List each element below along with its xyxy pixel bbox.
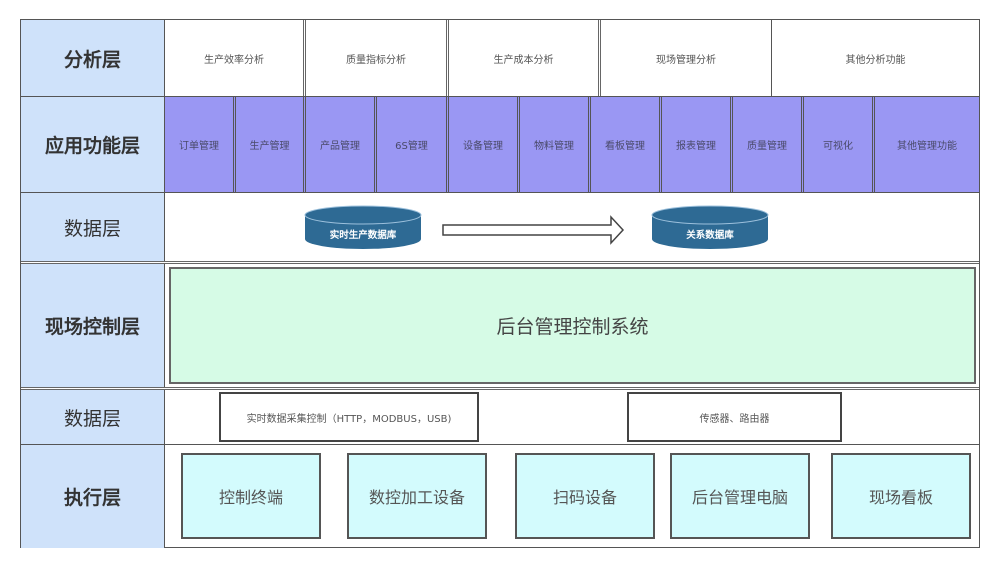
app-item-equipment: 设备管理 — [446, 97, 517, 192]
database-icon — [304, 205, 422, 249]
data-flow-arrow — [442, 215, 625, 245]
analysis-item: 其他分析功能 — [771, 20, 979, 96]
realtime-database: 实时生产数据库 — [303, 205, 423, 250]
device-scanner: 扫码设备 — [515, 453, 655, 539]
app-item-production: 生产管理 — [233, 97, 303, 192]
app-item-product: 产品管理 — [303, 97, 374, 192]
layer-label-application: 应用功能层 — [21, 97, 165, 192]
analysis-item: 质量指标分析 — [303, 20, 446, 96]
layer-label-data-upper: 数据层 — [21, 193, 165, 261]
layer-label-data-lower: 数据层 — [21, 390, 165, 444]
app-item-quality: 质量管理 — [730, 97, 801, 192]
analysis-item: 生产成本分析 — [446, 20, 598, 96]
device-cnc-equipment: 数控加工设备 — [347, 453, 487, 539]
realtime-database-label: 实时生产数据库 — [329, 230, 397, 241]
app-item-other: 其他管理功能 — [872, 97, 979, 192]
app-item-material: 物料管理 — [517, 97, 588, 192]
layer-label-execution: 执行层 — [21, 445, 165, 548]
data-layer-lower: 数据层 实时数据采集控制（HTTP，MODBUS，USB) 传感器、路由器 — [21, 390, 979, 445]
realtime-acquisition-box: 实时数据采集控制（HTTP，MODBUS，USB) — [219, 392, 479, 442]
sensor-router-box: 传感器、路由器 — [627, 392, 842, 442]
layer-label-analysis: 分析层 — [21, 20, 165, 96]
app-item-6s: 6S管理 — [374, 97, 446, 192]
architecture-diagram: 分析层 生产效率分析 质量指标分析 生产成本分析 现场管理分析 其他分析功能 应… — [20, 19, 980, 548]
relational-database-label: 关系数据库 — [686, 230, 734, 241]
analysis-layer: 分析层 生产效率分析 质量指标分析 生产成本分析 现场管理分析 其他分析功能 — [21, 20, 979, 97]
app-item-report: 报表管理 — [659, 97, 730, 192]
analysis-item: 现场管理分析 — [598, 20, 771, 96]
app-item-visualization: 可视化 — [801, 97, 872, 192]
layer-label-field-control: 现场控制层 — [21, 264, 165, 387]
database-icon — [651, 205, 769, 249]
device-control-terminal: 控制终端 — [181, 453, 321, 539]
data-layer-upper: 数据层 实时生产数据库 关系数据库 — [21, 193, 979, 264]
app-item-kanban: 看板管理 — [588, 97, 659, 192]
device-site-kanban: 现场看板 — [831, 453, 971, 539]
backend-control-system: 后台管理控制系统 — [169, 267, 976, 384]
execution-layer: 执行层 控制终端 数控加工设备 扫码设备 后台管理电脑 现场看板 — [21, 445, 979, 548]
field-control-layer: 现场控制层 后台管理控制系统 — [21, 264, 979, 390]
relational-database: 关系数据库 — [650, 205, 770, 250]
application-layer: 应用功能层 订单管理 生产管理 产品管理 6S管理 设备管理 物料管理 看板管理… — [21, 97, 979, 193]
analysis-item: 生产效率分析 — [165, 20, 303, 96]
device-backend-pc: 后台管理电脑 — [670, 453, 810, 539]
app-item-order: 订单管理 — [165, 97, 233, 192]
